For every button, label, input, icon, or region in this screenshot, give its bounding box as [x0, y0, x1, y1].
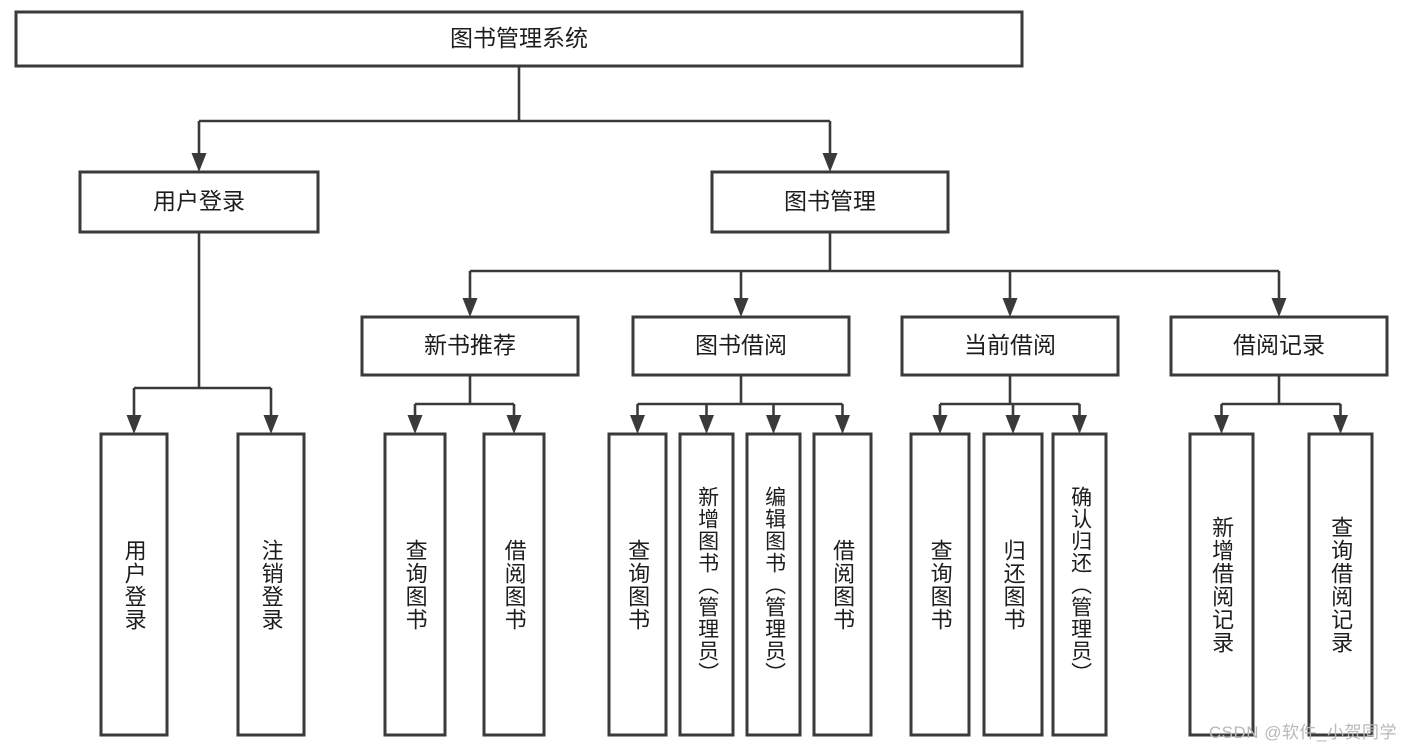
node-root-label: 图书管理系统: [450, 25, 588, 51]
node-level3-label-3: 借阅记录: [1233, 332, 1325, 358]
arrow-head-icon: [932, 415, 948, 434]
node-box-rect: [812, 432, 873, 737]
node-leaf-0[interactable]: [99, 432, 169, 737]
node-level3-label-1: 图书借阅: [695, 332, 787, 358]
node-level3-1[interactable]: 图书借阅: [631, 315, 851, 377]
node-level2-label-0: 用户登录: [153, 188, 245, 214]
node-box-rect: [607, 432, 668, 737]
node-level3-0[interactable]: 新书推荐: [360, 315, 580, 377]
arrow-head-icon: [1214, 415, 1229, 434]
node-leaf-6[interactable]: [745, 432, 802, 737]
node-leaf-10[interactable]: [1051, 432, 1108, 737]
arrow-head-icon: [1072, 415, 1087, 434]
node-level3-2[interactable]: 当前借阅: [900, 315, 1120, 377]
node-root-system[interactable]: 图书管理系统: [14, 10, 1024, 68]
arrow-head-icon: [1002, 298, 1018, 317]
node-level3-label-2: 当前借阅: [964, 332, 1056, 358]
csdn-watermark: CSDN @软件_小贺同学: [1208, 723, 1397, 742]
arrow-head-icon: [630, 415, 645, 434]
node-box-rect: [1307, 432, 1374, 737]
node-box-rect: [99, 432, 169, 737]
arrow-head-icon: [1333, 415, 1348, 434]
node-leaf-3[interactable]: [482, 432, 546, 737]
arrow-head-icon: [407, 415, 423, 434]
node-box-rect: [383, 432, 447, 737]
node-box-rect: [900, 315, 1120, 377]
arrow-head-icon: [1005, 415, 1021, 434]
node-leaf-5[interactable]: [678, 432, 735, 737]
node-box-rect: [78, 170, 320, 234]
arrow-head-icon: [263, 415, 279, 434]
arrow-head-icon: [699, 415, 714, 434]
node-level2-label-1: 图书管理: [784, 188, 876, 214]
arrow-head-icon: [733, 298, 749, 317]
node-level2-1[interactable]: 图书管理: [710, 170, 950, 234]
node-box-rect: [745, 432, 802, 737]
arrow-head-icon: [506, 415, 522, 434]
node-leaf-9[interactable]: [982, 432, 1044, 737]
arrow-head-icon: [766, 415, 781, 434]
node-box-rect: [678, 432, 735, 737]
node-level2-0[interactable]: 用户登录: [78, 170, 320, 234]
arrow-head-icon: [822, 153, 838, 172]
node-box-rect: [14, 10, 1024, 68]
node-box-rect: [982, 432, 1044, 737]
node-leaf-7[interactable]: [812, 432, 873, 737]
node-box-rect: [1188, 432, 1255, 737]
arrow-head-icon: [126, 415, 142, 434]
node-leaf-12[interactable]: [1307, 432, 1374, 737]
node-level3-3[interactable]: 借阅记录: [1169, 315, 1389, 377]
arrow-head-icon: [835, 415, 850, 434]
node-leaf-4[interactable]: [607, 432, 668, 737]
node-box-rect: [236, 432, 306, 737]
node-box-rect: [1051, 432, 1108, 737]
node-level3-label-0: 新书推荐: [424, 332, 516, 358]
node-leaf-11[interactable]: [1188, 432, 1255, 737]
node-box-rect: [482, 432, 546, 737]
node-leaf-2[interactable]: [383, 432, 447, 737]
node-box-rect: [909, 432, 971, 737]
node-leaf-8[interactable]: [909, 432, 971, 737]
node-box-rect: [360, 315, 580, 377]
arrow-head-icon: [1271, 298, 1287, 317]
node-leaf-1[interactable]: [236, 432, 306, 737]
arrow-head-icon: [191, 153, 207, 172]
arrow-head-icon: [462, 298, 478, 317]
